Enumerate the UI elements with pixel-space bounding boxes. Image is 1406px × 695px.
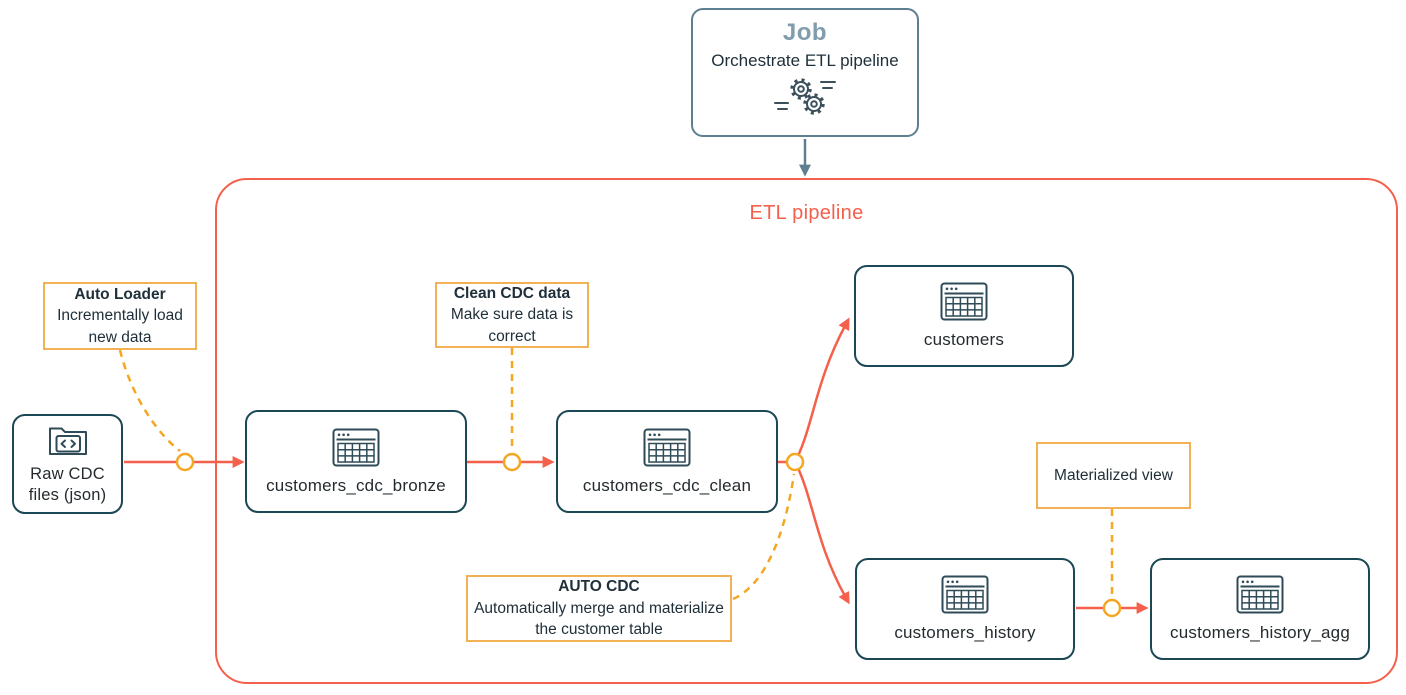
node-label: customers [923,330,1005,349]
folder-code-icon [48,427,87,455]
annotation-materialized-view: Materialized view [1036,442,1191,509]
node-customers-cdc-bronze: customers_cdc_bronze [245,410,467,513]
table-icon [332,428,380,466]
annotation-title: Auto Loader [74,285,166,303]
table-icon [1236,575,1284,614]
job-subtitle: Orchestrate ETL pipeline [711,51,899,70]
annotation-title: AUTO CDC [558,578,640,596]
table-icon [940,282,988,321]
node-customers: customers [854,265,1074,367]
etl-pipeline-container: ETL pipeline [215,178,1398,684]
node-label: customers_history [894,623,1036,642]
node-customers-cdc-clean: customers_cdc_clean [556,410,778,513]
table-icon [643,428,691,466]
node-raw-cdc-files: Raw CDC files (json) [12,414,123,514]
node-customers-history: customers_history [855,558,1075,660]
annotation-clean-cdc-data: Clean CDC data Make sure data is correct [435,282,589,348]
job-box: Job Orchestrate ETL pipeline [691,8,919,137]
etl-pipeline-title: ETL pipeline [749,202,864,224]
annotation-title: Clean CDC data [453,284,571,302]
connector-dot-auto-loader [175,452,195,472]
gears-icon [774,78,836,115]
job-title: Job [782,19,828,46]
node-label: customers_history_agg [1170,623,1350,642]
annotation-body: Make sure data is correct [450,306,574,345]
annotation-auto-cdc: AUTO CDC Automatically merge and materia… [466,575,732,642]
table-icon [941,575,989,614]
node-label: customers_cdc_clean [582,475,752,495]
node-customers-history-agg: customers_history_agg [1150,558,1370,660]
dashed-link-auto-loader [118,349,181,452]
node-label: Raw CDC files (json) [28,464,107,504]
annotation-title: Materialized view [1054,466,1173,484]
annotation-body: Automatically merge and materialize the … [474,599,724,639]
annotation-body: Incrementally load new data [57,307,183,346]
node-label: customers_cdc_bronze [266,475,446,495]
annotation-auto-loader: Auto Loader Incrementally load new data [43,282,197,350]
